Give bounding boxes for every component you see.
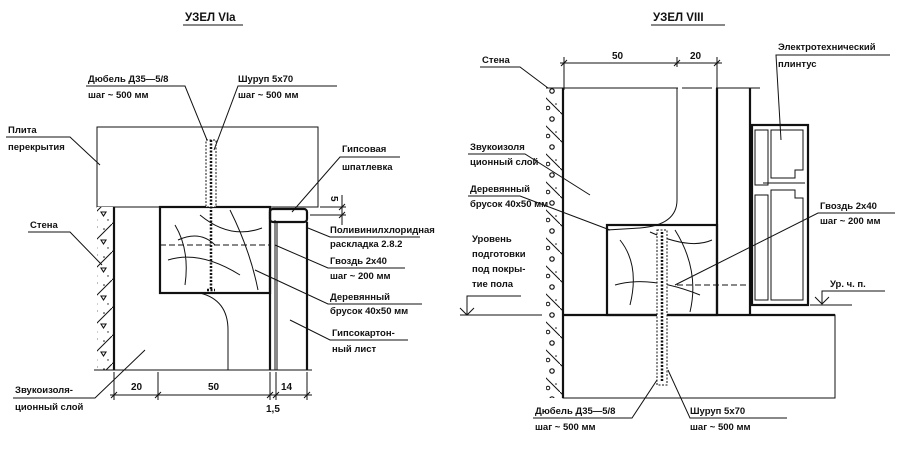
- dim-50: 50: [612, 51, 624, 62]
- nail-label-1: Гвоздь 2х40: [820, 201, 877, 212]
- dim-14: 14: [281, 382, 293, 393]
- label-level-prep: Уровень подготовки под покры- тие пола: [459, 234, 542, 316]
- label-nail: Гвоздь 2х40 шаг ~ 200 мм: [674, 201, 895, 286]
- insulation-label-1: Звукоизоля: [470, 142, 525, 153]
- dimension-line-top: 50 20: [560, 51, 722, 90]
- bar-label-1: Деревянный: [470, 184, 530, 195]
- electrical-plinth: [750, 123, 810, 307]
- dim-50: 50: [208, 382, 220, 393]
- dimension-line-bottom: 20 50 14 1,5: [110, 372, 312, 415]
- label-level-floor: Ур. ч. п.: [810, 279, 885, 306]
- wall-label: Стена: [30, 220, 59, 231]
- label-insulation: Звукоизоля- ционный слой: [13, 349, 146, 413]
- putty-label-2: шпатлевка: [342, 162, 393, 173]
- pvc-label-1: Поливинилхлоридная: [330, 225, 435, 236]
- bar-label-2: брусок 40х50 мм: [330, 306, 408, 317]
- gypsum-board: [716, 87, 751, 316]
- screw-step: шаг ~ 500 мм: [690, 422, 751, 433]
- drywall-label-1: Гипсокартон-: [332, 328, 395, 339]
- wooden-bar: [158, 205, 272, 295]
- label-bar: Деревянный брусок 40х50 мм: [468, 184, 611, 231]
- wall-label: Стена: [482, 55, 511, 66]
- bar-label-1: Деревянный: [330, 292, 390, 303]
- label-slab: Плита перекрытия: [6, 125, 101, 166]
- screw: [207, 140, 215, 292]
- node-title: УЗЕЛ VIII: [653, 12, 704, 24]
- nail-label-1: Гвоздь 2х40: [330, 256, 387, 267]
- level-prep-2: подготовки: [472, 249, 526, 260]
- label-screw: Шуруп 5х70 шаг ~ 500 мм: [667, 369, 787, 433]
- insulation-label-2: ционный слой: [15, 402, 84, 413]
- screw-label: Шуруп 5х70: [690, 406, 745, 417]
- node-viii: УЗЕЛ VIII 50 20 Стена Электр: [459, 12, 895, 433]
- level-floor-label: Ур. ч. п.: [830, 279, 866, 290]
- label-nail: Гвоздь 2х40 шаг ~ 200 мм: [274, 244, 405, 282]
- label-wall: Стена: [480, 55, 549, 89]
- slab-label-2: перекрытия: [8, 142, 65, 153]
- nail-label-2: шаг ~ 200 мм: [820, 216, 881, 227]
- pvc-strip: [268, 207, 309, 224]
- insulation-label-1: Звукоизоля-: [15, 385, 73, 396]
- level-prep-3: под покры-: [472, 264, 525, 275]
- level-prep-4: тие пола: [472, 279, 514, 290]
- wood-grain: [167, 209, 263, 291]
- dim-20: 20: [690, 51, 702, 62]
- dimension-5: 5: [310, 195, 346, 225]
- label-dowel: Дюбель Д35—5/8 шаг ~ 500 мм: [533, 379, 658, 433]
- gypsum-board: [276, 221, 308, 371]
- dowel-step: шаг ~ 500 мм: [535, 422, 596, 433]
- label-plinth: Электротехнический плинтус: [775, 42, 890, 141]
- drywall-label-2: ный лист: [332, 344, 376, 355]
- label-drywall: Гипсокартон- ный лист: [289, 319, 408, 355]
- floor-slab: [562, 314, 836, 399]
- pvc-label-2: раскладка 2.8.2: [330, 239, 402, 250]
- slab-label-1: Плита: [8, 125, 37, 136]
- label-dowel: Дюбель Д35—5/8 шаг ~ 500 мм: [86, 74, 208, 141]
- dim-5: 5: [328, 196, 339, 202]
- dowel-step: шаг ~ 500 мм: [88, 90, 149, 101]
- insulation-label-2: ционный слой: [470, 157, 539, 168]
- wall: [97, 207, 114, 370]
- label-insulation: Звукоизоля ционный слой: [468, 142, 591, 196]
- wall: [546, 88, 563, 398]
- label-wall: Стена: [28, 220, 103, 266]
- plinth-label-1: Электротехнический: [778, 42, 876, 53]
- level-prep-1: Уровень: [472, 234, 512, 245]
- screw-label: Шуруп 5х70: [238, 74, 293, 85]
- dim-20: 20: [131, 382, 143, 393]
- dim-1-5: 1,5: [266, 404, 280, 415]
- nail-label-2: шаг ~ 200 мм: [330, 271, 391, 282]
- label-bar: Деревянный брусок 40х50 мм: [254, 269, 422, 317]
- label-screw: Шуруп 5х70 шаг ~ 500 мм: [213, 74, 337, 151]
- dowel-label: Дюбель Д35—5/8: [535, 406, 615, 417]
- plinth-label-2: плинтус: [778, 59, 817, 70]
- label-putty: Гипсовая шпатлевка: [291, 144, 400, 213]
- node-title: УЗЕЛ VIa: [185, 12, 236, 24]
- bar-label-2: брусок 40х50 мм: [470, 199, 548, 210]
- screw-step: шаг ~ 500 мм: [238, 90, 299, 101]
- wood-grain: [614, 229, 713, 313]
- putty-label-1: Гипсовая: [342, 144, 386, 155]
- label-pvc: Поливинилхлоридная раскладка 2.8.2: [307, 225, 435, 250]
- node-via: УЗЕЛ VIa 20 50 14 1,5 5 Д: [6, 12, 435, 415]
- dowel-label: Дюбель Д35—5/8: [88, 74, 168, 85]
